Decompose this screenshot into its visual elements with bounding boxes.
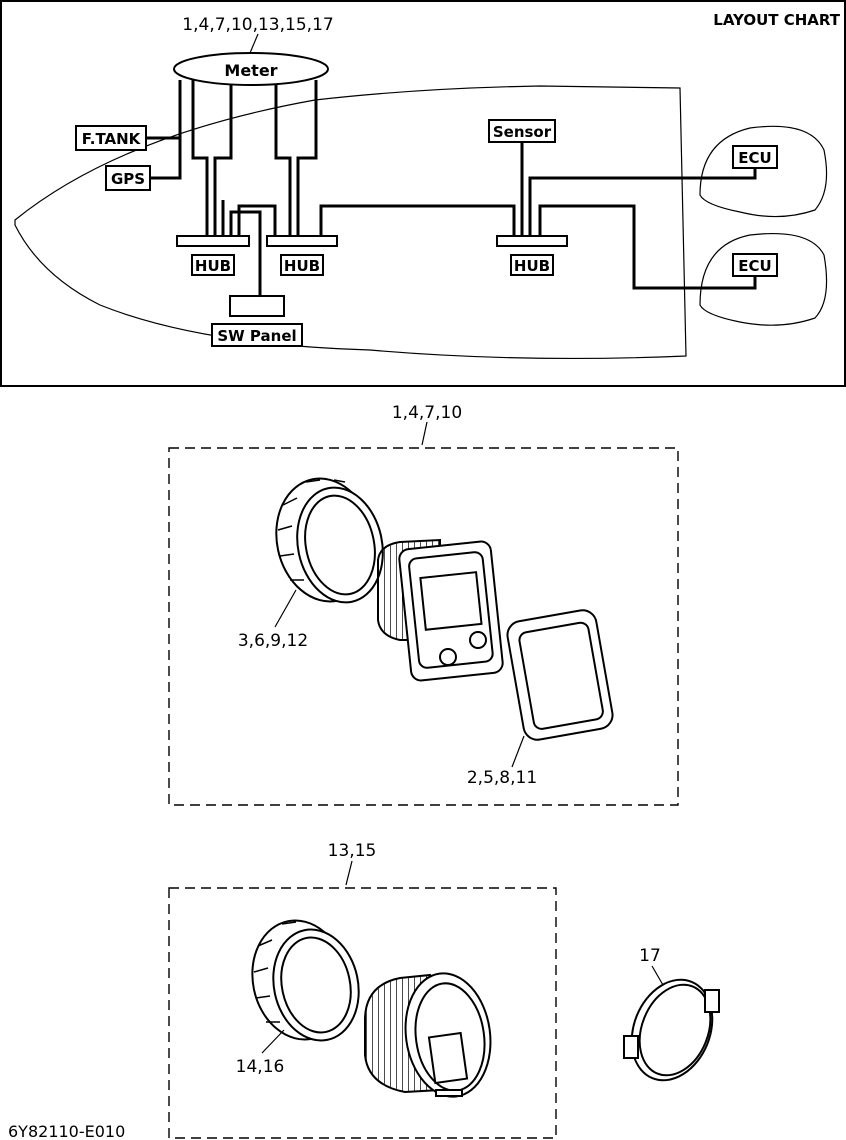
square-meter-assembly: 1,4,7,10 3,6,9,12 xyxy=(168,403,679,806)
round-assembly-dashed-frame xyxy=(168,887,557,1139)
layout-chart-frame xyxy=(0,0,846,387)
meter-reference-numbers: 1,4,7,10,13,15,17 xyxy=(182,15,333,35)
square-ring-nut-label: 3,6,9,12 xyxy=(238,631,308,651)
switch-panel-label: SW Panel xyxy=(217,327,296,345)
round-meter-assembly: 13,15 14,16 xyxy=(168,841,557,1139)
meter-leader-line xyxy=(249,33,259,54)
square-assembly-group-label: 1,4,7,10 xyxy=(392,403,462,423)
round-assembly-group-label: 13,15 xyxy=(328,841,377,861)
hub-right-label: HUB xyxy=(514,257,550,275)
fuel-tank-label: F.TANK xyxy=(82,130,142,148)
gps-label: GPS xyxy=(111,170,145,188)
round-ring-nut-illustration xyxy=(251,919,360,1042)
clip-part: 17 xyxy=(623,946,720,1082)
clip-label: 17 xyxy=(639,946,661,966)
layout-chart-title: LAYOUT CHART xyxy=(713,11,840,29)
hub-right: HUB xyxy=(496,235,568,276)
switch-panel: SW Panel xyxy=(211,295,303,347)
hub-left-label: HUB xyxy=(195,257,231,275)
sensor-box: Sensor xyxy=(488,119,556,143)
square-assembly-dashed-frame xyxy=(168,447,679,806)
clip-illustration xyxy=(623,978,720,1082)
engine-outline-upper xyxy=(699,125,828,218)
sensor-label: Sensor xyxy=(493,123,552,141)
fuel-tank-box: F.TANK xyxy=(75,125,147,151)
ecu-lower-box: ECU xyxy=(732,253,778,277)
gps-box: GPS xyxy=(105,165,151,191)
meter-node xyxy=(173,52,329,86)
drawing-code: 6Y82110-E010 xyxy=(8,1122,125,1140)
wiring-harness xyxy=(146,80,757,296)
square-ring-nut-illustration xyxy=(275,477,384,604)
square-meter-illustration xyxy=(377,538,504,682)
hub-left: HUB xyxy=(176,235,250,276)
square-bezel-label: 2,5,8,11 xyxy=(467,768,537,788)
ecu-upper-box: ECU xyxy=(732,145,778,169)
ecu-upper-label: ECU xyxy=(738,149,771,167)
ecu-lower-label: ECU xyxy=(738,257,771,275)
round-meter-illustration xyxy=(364,972,492,1098)
layout-chart: LAYOUT CHART xyxy=(0,0,846,387)
round-ring-nut-label: 14,16 xyxy=(236,1057,285,1077)
hub-middle: HUB xyxy=(266,235,338,276)
engine-outline-lower xyxy=(699,232,828,326)
hub-middle-label: HUB xyxy=(284,257,320,275)
square-bezel-illustration xyxy=(506,609,614,741)
meter-label: Meter xyxy=(224,61,277,80)
